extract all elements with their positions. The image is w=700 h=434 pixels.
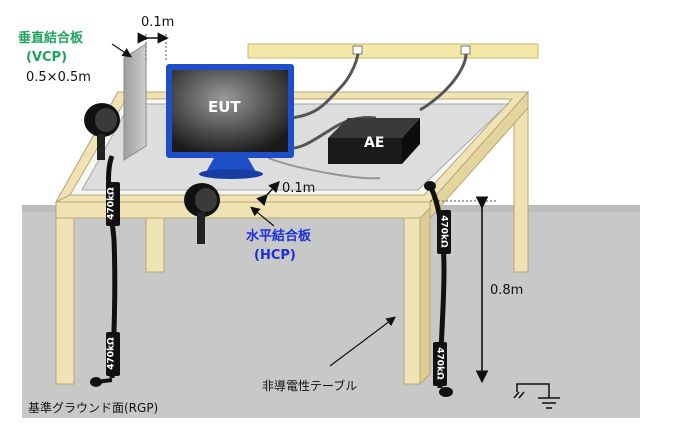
hcp-label-arrow	[250, 206, 275, 227]
resistor-right-lower	[433, 342, 447, 386]
gap-mid-dimension-arrow	[256, 180, 280, 206]
rail-clamp-right	[460, 45, 471, 55]
table-label-arrow	[329, 316, 396, 367]
eut-label: EUT	[208, 98, 241, 116]
table-label: 非導電性テーブル	[262, 379, 358, 393]
eut-monitor	[166, 64, 294, 179]
esd-probe-hcp	[184, 183, 220, 244]
resistor-left-upper	[106, 182, 120, 226]
table-back-left-leg	[145, 217, 165, 273]
height-label: 0.8m	[490, 283, 524, 298]
rgp-label: 基準グラウンド面(RGP)	[28, 401, 159, 415]
cable-eut-bottom	[267, 157, 381, 180]
hcp-abbr-label: (HCP)	[254, 248, 296, 263]
ground-symbol	[513, 383, 560, 409]
ae-label: AE	[364, 135, 385, 151]
vcp-size-label: 0.5×0.5m	[26, 70, 91, 85]
cable-eut-to-rail-left	[289, 53, 360, 120]
esd-probe-vcp	[84, 103, 120, 160]
rail-clamp-left	[352, 45, 363, 55]
vcp-abbr-label: (VCP)	[26, 50, 68, 65]
resistor-label-right-upper: 470kΩ	[438, 215, 449, 248]
cable-ae-to-rail-right	[419, 53, 468, 112]
hcp-name-label: 水平結合板	[246, 229, 312, 244]
hcp-clip-right	[424, 181, 436, 191]
resistor-label-right-lower: 470kΩ	[434, 347, 445, 380]
ae-device	[328, 118, 420, 164]
table-front-left-leg	[55, 217, 75, 385]
resistor-right-upper	[437, 210, 451, 254]
vertical-coupling-plane	[123, 43, 147, 161]
resistor-left-lower	[106, 332, 120, 376]
overhead-cable-rail	[247, 43, 539, 59]
table-front-right-leg-side	[419, 206, 431, 386]
table-front-right-leg	[403, 217, 421, 385]
resistor-label-left-lower: 470kΩ	[106, 337, 117, 370]
cable-eut-to-ae	[287, 116, 377, 150]
gap-mid-label: 0.1m	[282, 181, 316, 196]
vcp-name-label: 垂直結合板	[18, 31, 84, 46]
ground-clip-right	[439, 387, 453, 397]
resistor-label-left-upper: 470kΩ	[106, 187, 117, 220]
vcp-label-arrow	[111, 43, 132, 58]
gap-top-label: 0.1m	[141, 15, 175, 30]
